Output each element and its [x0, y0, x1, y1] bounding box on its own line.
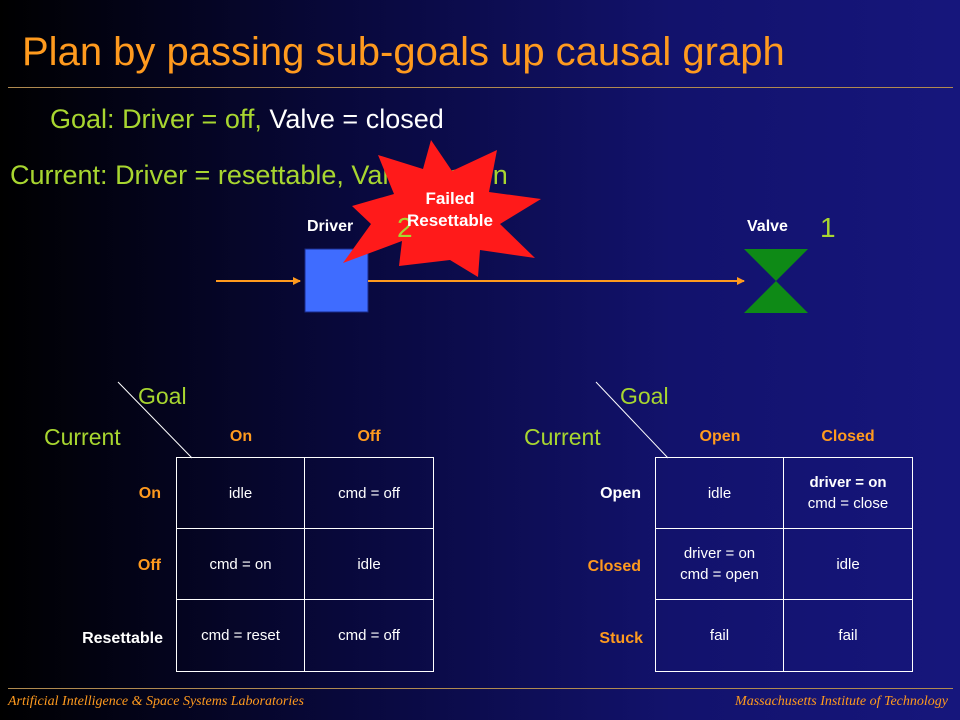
driver-table-goal-label: Goal — [138, 383, 187, 409]
driver-col-on: On — [229, 428, 253, 445]
driver-cell-on-off: cmd = off — [305, 458, 433, 529]
cell-line-1: driver = on — [683, 545, 756, 562]
driver-label: Driver — [307, 218, 354, 235]
cell-line-2: cmd = open — [680, 566, 759, 583]
valve-top-triangle — [744, 249, 808, 281]
valve-cell-stuck-closed: fail — [784, 600, 912, 671]
cell-line-1: idle — [836, 555, 860, 573]
valve-cell-stuck-open: fail — [656, 600, 784, 671]
valve-cell-open-closed: driver = on cmd = close — [784, 458, 912, 529]
valve-cell-open-open: idle — [656, 458, 784, 529]
footer-lab: Artificial Intelligence & Space Systems … — [8, 694, 304, 709]
title-divider — [8, 87, 953, 88]
valve-table-current-label: Current — [524, 424, 601, 450]
valve-row-open: Open — [600, 485, 641, 502]
driver-table: idle cmd = off cmd = on idle cmd = reset… — [176, 457, 434, 672]
valve-row-stuck: Stuck — [599, 630, 643, 647]
current-label: Current: — [10, 160, 108, 190]
driver-row-resettable: Resettable — [82, 630, 163, 647]
goal-label: Goal: — [50, 104, 115, 134]
driver-cell-resettable-on: cmd = reset — [177, 600, 305, 671]
valve-col-open: Open — [699, 428, 741, 445]
cell-line-1: fail — [709, 627, 730, 644]
cell-line-1: idle — [707, 484, 732, 502]
burst-line-2: Resettable — [407, 211, 493, 230]
cell-line-1: driver = on — [809, 474, 887, 491]
driver-col-off: Off — [357, 428, 381, 445]
goal-driver: Driver = off, — [122, 104, 262, 134]
goal-divider-left — [117, 381, 193, 459]
driver-table-current-label: Current — [44, 424, 121, 450]
valve-col-closed: Closed — [821, 428, 875, 445]
current-driver: Driver = resettable, — [115, 160, 344, 190]
valve-table: idle driver = on cmd = close driver = on… — [655, 457, 913, 672]
driver-box — [304, 248, 369, 313]
footer-institution: Massachusetts Institute of Technology — [735, 694, 948, 709]
goal-divider-right — [595, 381, 669, 459]
marker-two: 2 — [397, 212, 413, 243]
driver-cell-off-on: cmd = on — [177, 529, 305, 600]
burst-label: Failed Resettable — [385, 188, 515, 232]
driver-cell-off-off: idle — [305, 529, 433, 600]
valve-row-closed: Closed — [587, 558, 641, 575]
driver-cell-on-on: idle — [177, 458, 305, 529]
footer-divider — [8, 688, 953, 689]
cell-line-1: fail — [838, 627, 858, 644]
valve-bottom-triangle — [744, 281, 808, 313]
goal-valve: Valve = closed — [269, 104, 444, 134]
driver-row-on: On — [138, 485, 161, 502]
burst-line-1: Failed — [425, 189, 475, 208]
cell-line-2: cmd = close — [807, 495, 889, 512]
valve-cell-closed-open: driver = on cmd = open — [656, 529, 784, 600]
valve-table-goal-label: Goal — [620, 383, 669, 409]
valve-cell-closed-closed: idle — [784, 529, 912, 600]
page-title: Plan by passing sub-goals up causal grap… — [22, 30, 785, 74]
failure-burst — [343, 140, 541, 277]
goal-line: Goal: Driver = off, Valve = closed — [50, 104, 444, 135]
driver-row-off: Off — [137, 557, 161, 574]
valve-label: Valve — [747, 218, 788, 235]
marker-one: 1 — [820, 212, 836, 243]
driver-cell-resettable-off: cmd = off — [338, 627, 400, 644]
